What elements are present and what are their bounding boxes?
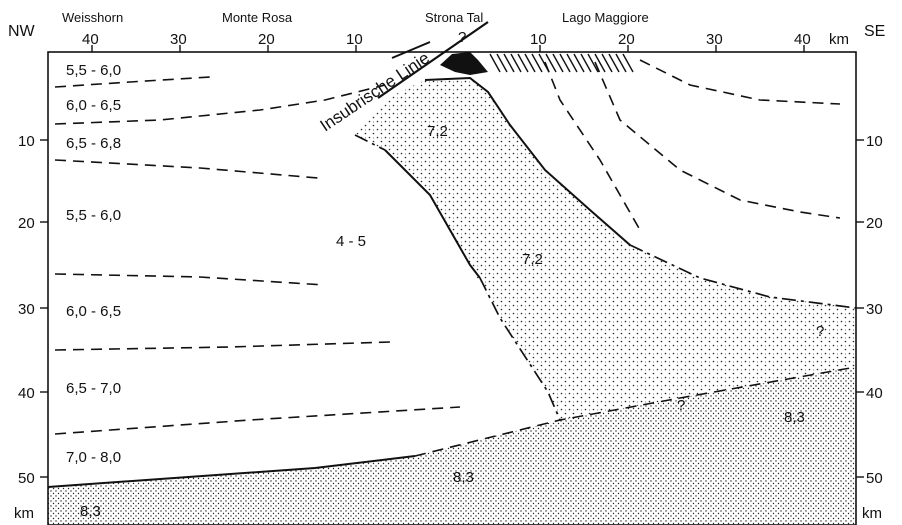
low-velocity-label: 4 - 5	[336, 233, 366, 250]
top-tick-label: 40	[82, 31, 99, 48]
uncertain-mark: ?	[458, 29, 466, 46]
top-tick-label: 10	[346, 31, 363, 48]
mantle-region	[48, 367, 856, 525]
top-tick-label: 20	[618, 31, 635, 48]
boundary-line	[544, 61, 641, 231]
depth-tick-label-right: 30	[866, 301, 883, 318]
body-velocity-label: 7,2	[427, 123, 448, 140]
body-bottom-boundary	[384, 149, 481, 279]
depth-tick-label-left: 10	[18, 133, 35, 150]
se-label: SE	[864, 23, 885, 40]
boundary-line	[54, 159, 319, 179]
top-tick-label: 30	[170, 31, 187, 48]
depth-unit-left: km	[14, 505, 34, 522]
boundary-line	[54, 273, 325, 286]
place-weisshorn: Weisshorn	[62, 10, 123, 25]
moho-dashed	[414, 366, 857, 457]
depth-tick-label-left: 50	[18, 470, 35, 487]
velocity-zone-label: 7,0 - 8,0	[66, 449, 121, 466]
insubric-fault-line-upper	[391, 41, 431, 59]
depth-unit-right: km	[862, 505, 882, 522]
velocity-zone-label: 5,5 - 6,0	[66, 62, 121, 79]
depth-tick-label-left: 20	[18, 215, 35, 232]
depth-axis-ticks	[40, 139, 864, 478]
depth-tick-label-right: 40	[866, 385, 883, 402]
boundary-line	[594, 61, 841, 219]
uncertain-mark: ?	[816, 323, 824, 340]
boundary-line	[639, 59, 841, 105]
depth-tick-label-right: 10	[866, 133, 883, 150]
velocity-zone-label: 6,0 - 6,5	[66, 97, 121, 114]
depth-tick-label-left: 30	[18, 301, 35, 318]
body-bottom-boundary-dashed	[479, 277, 561, 421]
surface-geology-hatch	[489, 53, 634, 73]
mantle-velocity-label: 8,3	[80, 503, 101, 520]
nw-label: NW	[8, 23, 36, 40]
body-top-boundary-dashed	[629, 244, 857, 309]
velocity-zone-label: 6,5 - 6,8	[66, 135, 121, 152]
top-tick-label: 10	[530, 31, 547, 48]
surface-geology-black	[440, 52, 488, 75]
depth-tick-label-right: 20	[866, 215, 883, 232]
place-strona-tal: Strona Tal	[425, 10, 483, 25]
top-tick-label: 30	[706, 31, 723, 48]
moho-solid	[47, 455, 416, 488]
ivrea-body-region	[355, 78, 856, 420]
boundary-line	[54, 406, 461, 435]
mantle-velocity-label: 8,3	[453, 469, 474, 486]
top-tick-label: 20	[258, 31, 275, 48]
uncertain-mark: ?	[677, 397, 685, 414]
body-velocity-label: 7,2	[522, 251, 543, 268]
place-monte-rosa: Monte Rosa	[222, 10, 293, 25]
body-top-boundary	[424, 76, 631, 246]
boundary-line	[54, 341, 391, 351]
section-frame	[47, 51, 857, 525]
body-bottom-boundary-dashed	[354, 134, 386, 151]
insubric-fault-line	[377, 21, 489, 99]
top-tick-label: 40	[794, 31, 811, 48]
boundary-line	[54, 76, 211, 88]
velocity-zone-label: 5,5 - 6,0	[66, 207, 121, 224]
mantle-velocity-label: 8,3	[784, 409, 805, 426]
place-lago-maggiore: Lago Maggiore	[562, 10, 649, 25]
top-axis-unit: km	[829, 31, 849, 48]
velocity-zone-label: 6,5 - 7,0	[66, 380, 121, 397]
boundary-line	[54, 84, 386, 125]
depth-tick-label-right: 50	[866, 470, 883, 487]
top-axis-ticks	[91, 45, 805, 52]
velocity-zone-label: 6,0 - 6,5	[66, 303, 121, 320]
depth-tick-label-left: 40	[18, 385, 35, 402]
